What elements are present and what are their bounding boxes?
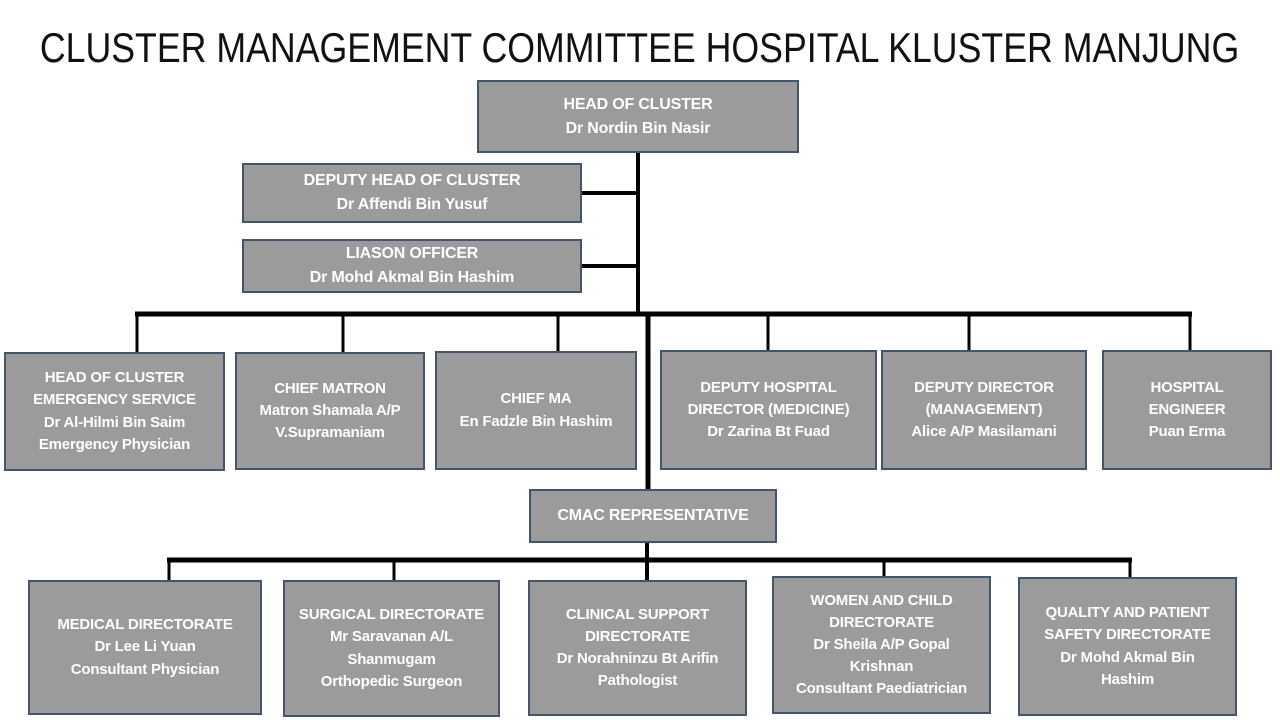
node-person: Dr Mohd Akmal Bin bbox=[1060, 648, 1195, 666]
node-person: Dr Lee Li Yuan bbox=[94, 638, 196, 656]
node-person: Puan Erma bbox=[1148, 423, 1226, 441]
node-role: DIRECTORATE bbox=[585, 627, 690, 645]
org-node-cmac-representative: CMAC REPRESENTATIVE bbox=[529, 489, 777, 543]
node-role: CMAC REPRESENTATIVE bbox=[557, 507, 749, 524]
node-post: Pathologist bbox=[597, 672, 678, 690]
org-node-deputy-director-management: DEPUTY DIRECTOR (MANAGEMENT) Alice A/P M… bbox=[881, 350, 1087, 470]
node-role: HEAD OF CLUSTER bbox=[563, 95, 713, 113]
org-node-deputy-head-of-cluster: DEPUTY HEAD OF CLUSTER Dr Affendi Bin Yu… bbox=[242, 163, 582, 223]
node-role: DEPUTY HOSPITAL bbox=[700, 378, 837, 396]
node-post: Consultant Physician bbox=[70, 660, 220, 678]
node-person: Dr Nordin Bin Nasir bbox=[565, 119, 711, 137]
node-person: En Fadzle Bin Hashim bbox=[459, 412, 613, 430]
slide-title: CLUSTER MANAGEMENT COMMITTEE HOSPITAL KL… bbox=[0, 22, 1280, 74]
org-node-head-of-cluster: HEAD OF CLUSTER Dr Nordin Bin Nasir bbox=[477, 80, 799, 153]
node-role: EMERGENCY SERVICE bbox=[33, 391, 196, 409]
node-role: DEPUTY HEAD OF CLUSTER bbox=[303, 172, 521, 189]
node-role: DIRECTOR (MEDICINE) bbox=[687, 400, 850, 418]
node-role: CLINICAL SUPPORT bbox=[565, 605, 710, 623]
node-role: LIASON OFFICER bbox=[345, 245, 479, 262]
node-person: Hashim bbox=[1101, 670, 1154, 688]
node-person: Krishnan bbox=[849, 658, 914, 676]
org-node-clinical-support-directorate: CLINICAL SUPPORT DIRECTORATE Dr Norahnin… bbox=[528, 580, 747, 716]
org-node-deputy-hospital-director-medicine: DEPUTY HOSPITAL DIRECTOR (MEDICINE) Dr Z… bbox=[660, 350, 877, 470]
org-node-chief-ma: CHIEF MA En Fadzle Bin Hashim bbox=[435, 351, 637, 470]
node-person: Dr Sheila A/P Gopal bbox=[813, 635, 950, 653]
node-role: ENGINEER bbox=[1148, 400, 1226, 418]
node-role: QUALITY AND PATIENT bbox=[1045, 604, 1210, 622]
node-role: DIRECTORATE bbox=[829, 613, 934, 631]
node-person: Dr Affendi Bin Yusuf bbox=[336, 196, 488, 213]
node-person: Matron Shamala A/P bbox=[259, 401, 401, 419]
node-role: (MANAGEMENT) bbox=[925, 400, 1043, 418]
org-node-medical-directorate: MEDICAL DIRECTORATE Dr Lee Li Yuan Consu… bbox=[28, 580, 262, 715]
node-role: HEAD OF CLUSTER bbox=[44, 369, 185, 387]
node-role: SURGICAL DIRECTORATE bbox=[298, 606, 485, 624]
node-person: Dr Al-Hilmi Bin Saim bbox=[43, 413, 186, 431]
node-role: DEPUTY DIRECTOR bbox=[914, 378, 1054, 396]
org-node-chief-matron: CHIEF MATRON Matron Shamala A/P V.Supram… bbox=[235, 352, 425, 470]
node-role: HOSPITAL bbox=[1150, 378, 1224, 396]
slide-title-text: CLUSTER MANAGEMENT COMMITTEE HOSPITAL KL… bbox=[40, 24, 1240, 71]
node-role: SAFETY DIRECTORATE bbox=[1044, 626, 1211, 644]
node-person: Shanmugam bbox=[347, 650, 436, 668]
org-node-emergency-service: HEAD OF CLUSTER EMERGENCY SERVICE Dr Al-… bbox=[4, 352, 225, 471]
org-node-quality-patient-safety-directorate: QUALITY AND PATIENT SAFETY DIRECTORATE D… bbox=[1018, 577, 1237, 716]
node-role: WOMEN AND CHILD bbox=[810, 591, 953, 609]
node-role: CHIEF MATRON bbox=[274, 379, 386, 397]
node-post: Consultant Paediatrician bbox=[795, 680, 968, 698]
node-person: Dr Norahninzu Bt Arifin bbox=[556, 650, 719, 667]
node-role: MEDICAL DIRECTORATE bbox=[57, 616, 233, 634]
org-node-liaison-officer: LIASON OFFICER Dr Mohd Akmal Bin Hashim bbox=[242, 239, 582, 293]
node-person: Mr Saravanan A/L bbox=[330, 628, 453, 646]
node-person: V.Supramaniam bbox=[275, 424, 385, 442]
node-post: Emergency Physician bbox=[38, 435, 191, 453]
node-role: CHIEF MA bbox=[500, 390, 572, 408]
org-node-hospital-engineer: HOSPITAL ENGINEER Puan Erma bbox=[1102, 350, 1272, 470]
org-node-women-and-child-directorate: WOMEN AND CHILD DIRECTORATE Dr Sheila A/… bbox=[772, 576, 991, 714]
node-person: Alice A/P Masilamani bbox=[911, 423, 1057, 441]
node-person: Dr Mohd Akmal Bin Hashim bbox=[309, 269, 515, 286]
node-person: Dr Zarina Bt Fuad bbox=[707, 423, 830, 441]
org-node-surgical-directorate: SURGICAL DIRECTORATE Mr Saravanan A/L Sh… bbox=[283, 580, 500, 717]
node-post: Orthopedic Surgeon bbox=[320, 672, 463, 690]
